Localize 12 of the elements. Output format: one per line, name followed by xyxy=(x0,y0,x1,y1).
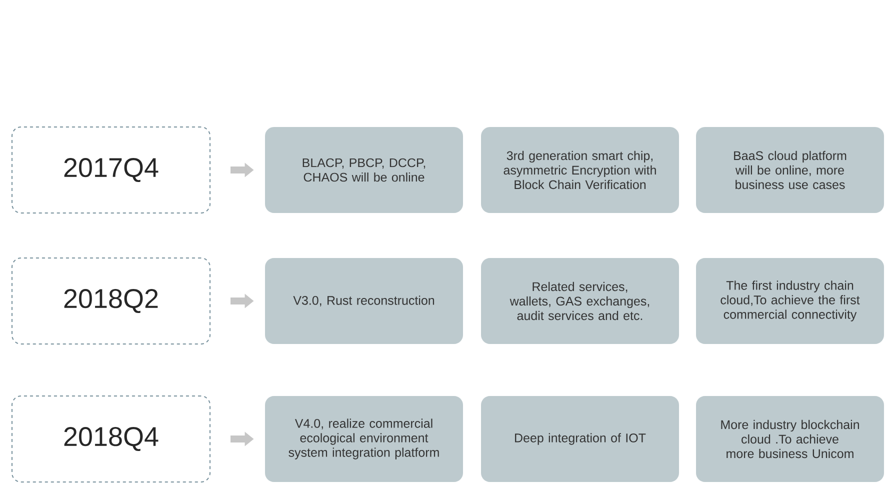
milestone-box: V4.0, realize commercial ecological environment system integration platform xyxy=(265,396,463,482)
milestone-box: V3.0, Rust reconstruction xyxy=(265,258,463,344)
period-box: 2018Q2 xyxy=(12,258,210,344)
period-box: 2018Q4 xyxy=(12,396,210,482)
milestone-box: More industry blockchain cloud .To achieve more business Unicom xyxy=(696,396,884,482)
milestone-box: 3rd generation smart chip, asymmetric Encryption with Block Chain Verification xyxy=(481,127,679,213)
milestone-box: Deep integration of IOT xyxy=(481,396,679,482)
period-box: 2017Q4 xyxy=(12,126,210,214)
milestone-box: BLACP, PBCP, DCCP, CHAOS will be online xyxy=(265,127,463,213)
milestone-box: Related services, wallets, GAS exchanges, audit services and etc. xyxy=(481,258,679,344)
milestone-box: The first industry chain cloud,To achieve the first commercial connectivity xyxy=(696,258,884,344)
milestone-box: BaaS cloud platform will be online, more business use cases xyxy=(696,127,884,213)
